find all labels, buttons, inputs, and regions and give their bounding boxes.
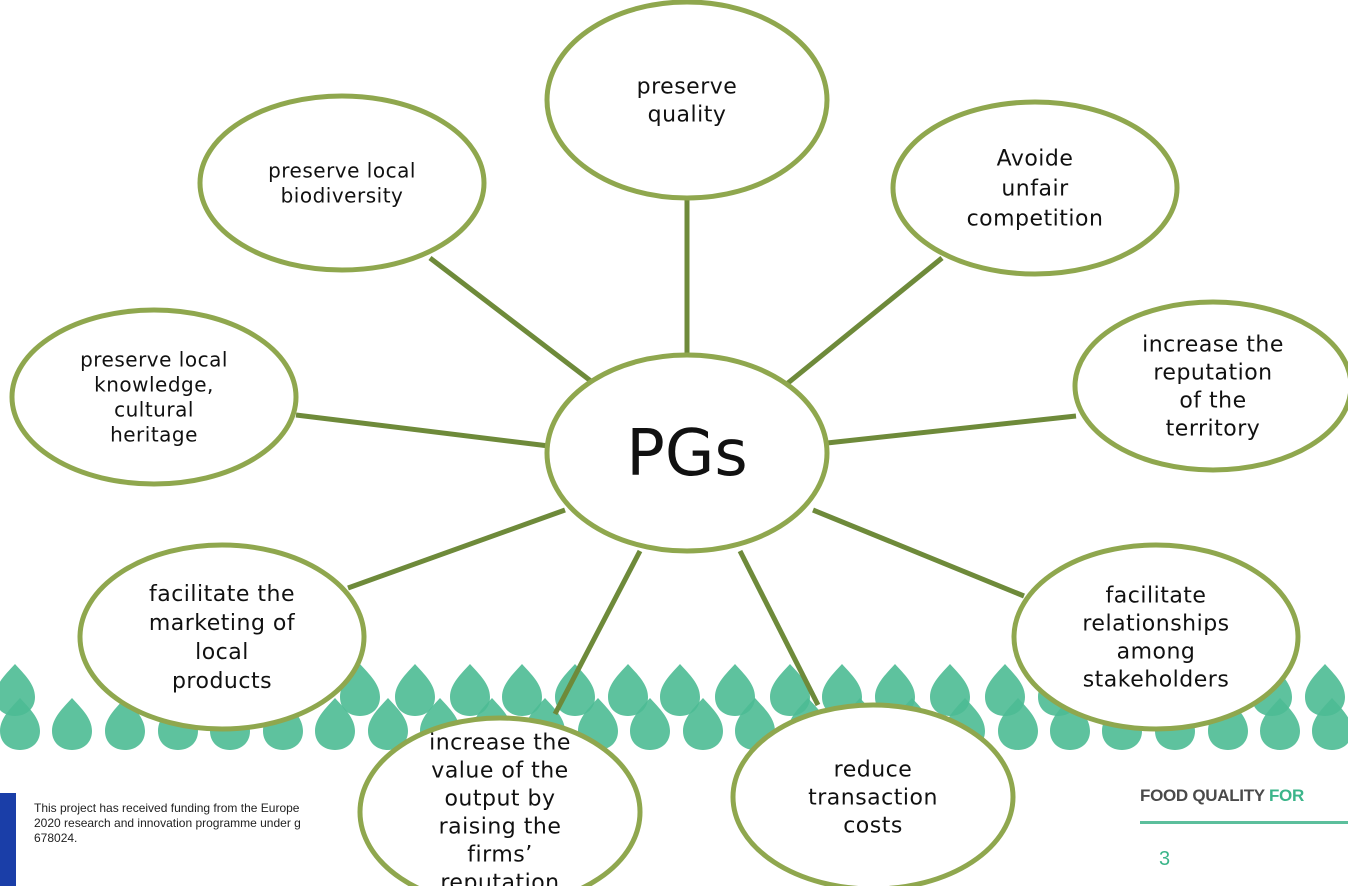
node-facilitate-marketing: facilitate the marketing of local products [77, 542, 367, 732]
funding-line: This project has received funding from t… [34, 801, 300, 815]
node-ellipse [890, 99, 1180, 277]
center-node: PGs [544, 352, 830, 554]
node-ellipse [357, 715, 643, 886]
leaf-shape [395, 664, 435, 716]
funding-line: 678024. [34, 831, 78, 845]
node-ellipse [1072, 299, 1348, 473]
node-label-line: knowledge, [94, 373, 214, 397]
node-ellipse [1011, 542, 1301, 732]
node-ellipse [9, 307, 299, 487]
brand-logo-text: FOOD QUALITY FOR [1140, 786, 1348, 806]
page-number: 3 [1159, 848, 1171, 870]
node-label-line: marketing of [149, 611, 296, 636]
connector-avoid-unfair-competition [781, 256, 944, 389]
brand-accent: FOR [1268, 786, 1304, 805]
node-label-line: stakeholders [1083, 668, 1230, 693]
node-ellipse [544, 0, 830, 201]
eu-flag-logo [0, 793, 16, 886]
node-label-line: reputation [1153, 361, 1272, 386]
node-label-line: costs [843, 814, 903, 839]
node-label-line: heritage [110, 423, 198, 447]
node-label-line: raising the [439, 815, 562, 840]
node-increase-reputation-territory: increase the reputation of the territory [1072, 299, 1348, 473]
node-increase-value-output: increase the value of the output by raising… [357, 715, 643, 886]
node-label-line: among [1117, 640, 1196, 665]
node-label-line: unfair [1001, 177, 1069, 202]
node-ellipse [730, 702, 1016, 886]
node-label-line: value of the [431, 759, 568, 784]
node-preserve-quality: preserve quality [544, 0, 830, 201]
node-label-line: preserve [637, 75, 738, 100]
node-label-line: reputation [440, 871, 559, 886]
node-ellipse [77, 542, 367, 732]
node-label-line: reduce [834, 758, 913, 783]
node-label-line: biodiversity [281, 184, 404, 208]
connector-facilitate-relationships [812, 507, 1025, 599]
node-label-line: increase the [1142, 333, 1284, 358]
node-ellipse [197, 93, 487, 273]
node-facilitate-relationships: facilitate relationships among stakeholders [1011, 542, 1301, 732]
funding-statement: This project has received funding from t… [34, 801, 364, 846]
node-label-line: Avoide [997, 147, 1074, 172]
brand-underline [1140, 821, 1348, 824]
node-label-line: facilitate the [149, 582, 295, 607]
node-label-line: output by [444, 787, 555, 812]
node-label-line: relationships [1082, 612, 1229, 637]
node-label-line: preserve local [80, 348, 228, 372]
node-label-line: competition [967, 207, 1104, 232]
node-reduce-transaction-costs: reduce transaction costs [730, 702, 1016, 886]
brand-main: FOOD QUALITY [1140, 786, 1269, 805]
node-label-line: preserve local [268, 159, 416, 183]
leaf-shape [52, 698, 92, 750]
center-ellipse [544, 352, 830, 554]
connector-increase-reputation-territory [826, 413, 1077, 446]
funding-line: 2020 research and innovation programme u… [34, 816, 301, 830]
node-label-line: local [195, 640, 249, 665]
connector-increase-value-output [552, 549, 643, 716]
center-label: PGs [626, 417, 748, 491]
node-label-line: territory [1166, 417, 1261, 442]
node-label-line: transaction [808, 786, 938, 811]
node-label-line: increase the [429, 731, 571, 756]
node-label-line: products [172, 669, 272, 694]
connector-reduce-transaction-costs [737, 549, 821, 707]
connector-preserve-local-knowledge [295, 412, 550, 449]
node-label-line: facilitate [1106, 584, 1207, 609]
connector-facilitate-marketing [347, 507, 566, 591]
node-avoid-unfair-competition: Avoide unfair competition [890, 99, 1180, 277]
connector-preserve-local-biodiversity [428, 256, 602, 390]
node-label-line: cultural [114, 398, 194, 422]
connectors [295, 196, 1077, 716]
node-label-line: firms’ [467, 843, 532, 868]
node-label-line: of the [1179, 389, 1246, 414]
node-label-line: quality [648, 103, 727, 128]
